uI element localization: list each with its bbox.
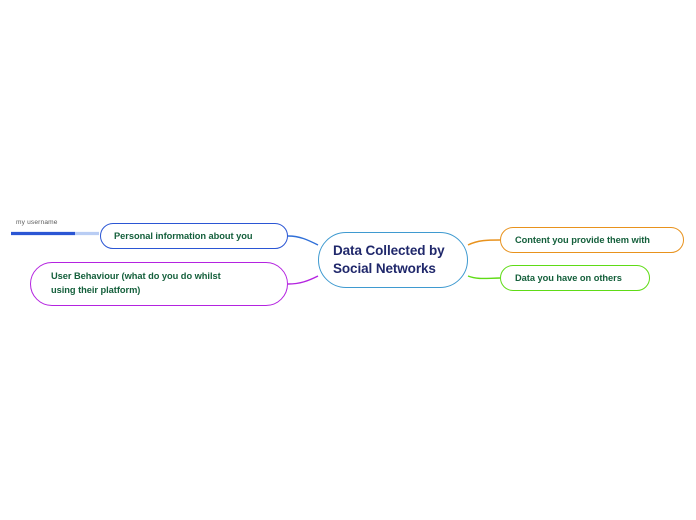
mindmap-node-central-topic[interactable]: Data Collected by Social Networks: [318, 232, 468, 288]
annotation-my-username: my username: [16, 219, 58, 226]
node-label: Content you provide them with: [515, 235, 650, 245]
mindmap-node-user-behaviour[interactable]: User Behaviour (what do you do whilst us…: [30, 262, 288, 306]
connector-central-others: [467, 275, 501, 280]
mindmap-node-data-you-have-on-others[interactable]: Data you have on others: [500, 265, 650, 291]
connector-central-behaviour: [287, 275, 319, 285]
node-label: User Behaviour (what do you do whilst us…: [51, 271, 221, 295]
node-label: Data Collected by Social Networks: [333, 242, 445, 276]
mindmap-node-personal-information[interactable]: Personal information about you: [100, 223, 288, 249]
connector-central-personal: [287, 235, 319, 246]
mindmap-node-content-you-provide[interactable]: Content you provide them with: [500, 227, 684, 253]
connector-central-content: [467, 239, 501, 246]
node-label: Personal information about you: [114, 231, 253, 241]
node-label: Data you have on others: [515, 273, 622, 283]
